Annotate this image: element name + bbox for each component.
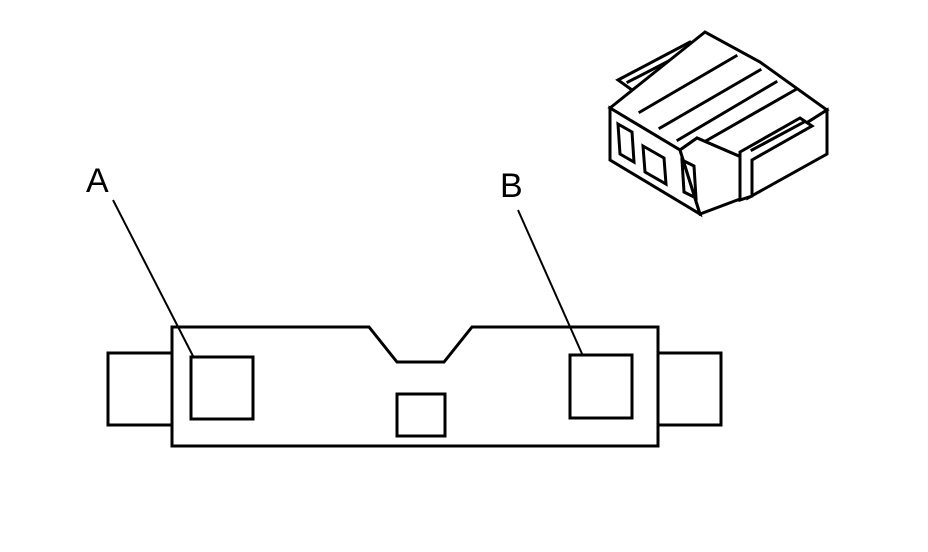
left-latch-tab bbox=[106, 351, 174, 427]
iso-cavity-2 bbox=[641, 143, 668, 187]
callout-a-label: A bbox=[86, 162, 109, 200]
callout-a-leader bbox=[112, 199, 195, 359]
iso-cavity-1 bbox=[616, 121, 636, 165]
front-latch bbox=[738, 116, 815, 203]
callout-b-label: B bbox=[500, 167, 523, 205]
terminal-cavity-a bbox=[189, 355, 255, 421]
callout-b-leader bbox=[517, 209, 584, 357]
top-ridge-4 bbox=[687, 87, 798, 153]
connector-isometric-view bbox=[607, 30, 830, 218]
top-ridge-3 bbox=[675, 79, 779, 143]
callout-b: B bbox=[500, 167, 584, 357]
connector-body-outline bbox=[170, 325, 660, 448]
center-key-cavity bbox=[395, 392, 447, 438]
connector-face-view bbox=[106, 325, 723, 448]
top-ridge-1 bbox=[637, 53, 739, 115]
callout-a: A bbox=[86, 162, 195, 359]
top-ridge-2 bbox=[657, 67, 763, 131]
front-latch-slot bbox=[749, 119, 807, 153]
terminal-cavity-b bbox=[568, 353, 634, 420]
right-latch-tab bbox=[656, 351, 723, 427]
iso-cavity-3 bbox=[680, 157, 698, 201]
